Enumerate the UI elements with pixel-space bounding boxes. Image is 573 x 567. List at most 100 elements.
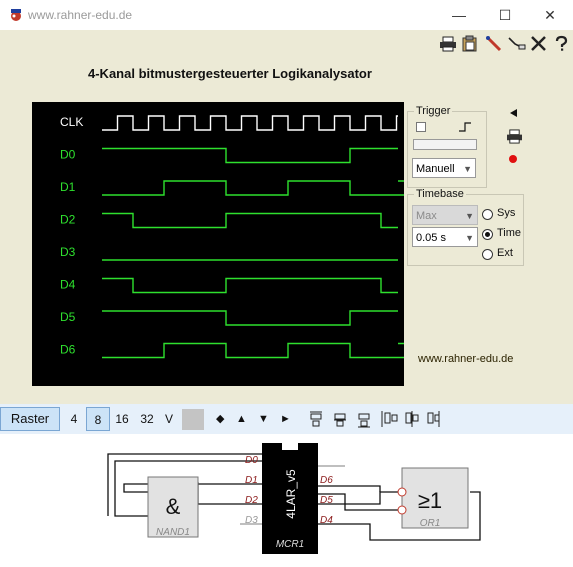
nav-up-icon[interactable]: ▲ [236,413,247,425]
wire-d5 [318,491,402,505]
timebase-value-select[interactable]: 0.05 s ▼ [412,227,478,247]
chip-label: 4LAR_v5 [284,469,298,519]
close-button[interactable]: ✕ [544,7,556,23]
align-right-icon [427,411,440,427]
nav-right-icon[interactable]: ► [280,413,291,425]
raster-option-32[interactable]: 32 [140,412,154,426]
or-symbol: ≥1 [418,488,442,513]
pin-d6: D6 [320,475,333,486]
chip-body [262,443,318,554]
wire-or-in2 [318,493,402,511]
channel-label-d2: D2 [60,213,76,227]
minimize-button[interactable]: — [452,7,466,23]
nav-down-icon[interactable]: ▼ [258,413,269,425]
app-logo-icon [11,9,21,21]
arrow-left-icon[interactable] [509,108,519,118]
nav-left-icon[interactable]: ◆ [216,413,225,425]
align-middle-icon [334,413,346,427]
align-left-icon [381,411,398,427]
color-swatch[interactable] [182,409,204,430]
circuit-area: & NAND1 4LAR_v5 MCR1 D0 D1 D2 D3 D6 D5 D… [0,434,573,562]
or-input-2-node [397,505,407,515]
pin-d1: D1 [245,475,258,486]
trigger-checkbox[interactable] [416,122,426,132]
title-bar: www.rahner-edu.de — ☐ ✕ [0,0,573,30]
nand-gate [147,476,199,538]
radio-time[interactable] [482,229,493,240]
channel-label-d1: D1 [60,180,76,194]
chevron-down-icon: ▼ [465,233,474,243]
wire-d0 [114,460,262,517]
pin-d2: D2 [245,495,258,506]
raster-option-4[interactable]: 4 [70,412,78,426]
page-title: 4-Kanal bitmustergesteuerter Logikanalys… [88,66,372,81]
chip-name: MCR1 [276,539,304,550]
waveform-clk [102,115,398,131]
channel-label-d5: D5 [60,310,76,324]
control-panel: Trigger Manuell ▼ Timebase Max ▼ 0.05 s … [404,102,524,386]
print-scope-icon[interactable] [506,129,523,144]
pin-d5: D5 [320,495,333,506]
chevron-down-icon: ▼ [463,164,472,174]
waveform-d5 [102,310,398,326]
raster-button[interactable]: Raster [0,407,60,431]
waveform-d1 [102,180,413,196]
chip-notch [282,443,298,450]
trigger-mode-select[interactable]: Manuell ▼ [412,158,476,178]
timebase-max-value: Max [416,210,437,222]
printer-icon[interactable] [439,36,457,52]
tools-icon[interactable] [530,35,548,52]
timebase-max-select: Max ▼ [412,205,478,225]
clipboard-icon[interactable] [461,35,479,52]
channel-label-d3: D3 [60,245,76,259]
radio-ext-label: Ext [497,247,513,259]
channel-label-d4: D4 [60,278,76,292]
pin-d4: D4 [320,515,333,526]
or-name: OR1 [420,518,441,529]
waveform-d4 [102,277,398,294]
timebase-value: 0.05 s [416,232,446,244]
radio-ext[interactable] [482,249,493,260]
trigger-mode-value: Manuell [416,163,455,175]
probe-icon[interactable] [507,35,527,52]
waveform-d2 [102,212,398,229]
wire-d6 [318,485,381,492]
chevron-down-icon: ▼ [465,211,474,221]
or-input-1-node [397,487,407,497]
channel-label-d6: D6 [60,343,76,357]
help-icon[interactable] [553,35,570,52]
timebase-legend: Timebase [414,188,466,200]
rising-edge-icon[interactable] [458,121,472,133]
align-center-icon [405,411,419,427]
waveform-d6 [102,342,413,359]
align-tools[interactable] [310,411,440,428]
nand-name: NAND1 [156,527,190,538]
radio-sys-label: Sys [497,207,516,219]
align-top-icon [310,411,322,427]
radio-time-label: Time [497,227,522,239]
pin-d3: D3 [245,515,258,526]
nand-symbol: & [166,494,181,519]
raster-option-v[interactable]: V [164,412,173,426]
or-gate [401,467,469,529]
trigger-level-bar[interactable] [413,139,477,150]
channel-label-d0: D0 [60,148,76,162]
pin-d0: D0 [245,455,258,466]
align-bottom-icon [358,413,370,428]
pencil-icon[interactable] [485,35,503,52]
site-url: www.rahner-edu.de [418,353,514,365]
waveform-d0 [102,147,398,164]
wire-loop [107,453,262,516]
channel-label-clk: CLK [60,115,83,129]
raster-option-16[interactable]: 16 [115,412,129,426]
circuit-diagram: & NAND1 4LAR_v5 MCR1 D0 D1 D2 D3 D6 D5 D… [107,443,481,554]
wire-d4 [318,491,481,541]
raster-option-8[interactable]: 8 [86,407,110,431]
window-title: www.rahner-edu.de [28,8,133,22]
maximize-button[interactable]: ☐ [498,7,512,23]
trigger-legend: Trigger [414,105,453,117]
radio-sys[interactable] [482,209,493,220]
raster-bar: Raster 4 8 16 32 V ◆ ▲ ▼ ► [0,404,573,434]
